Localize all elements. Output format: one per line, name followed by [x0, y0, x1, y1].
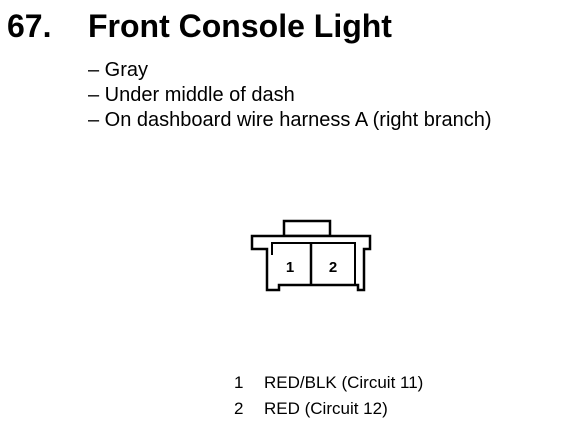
pin-wire: RED (Circuit 12) [264, 399, 388, 418]
pin-wire: RED/BLK (Circuit 11) [264, 373, 424, 392]
connector-cavity-outline [271, 242, 356, 285]
pin-number: 2 [234, 399, 244, 418]
pin-number: 1 [234, 373, 244, 392]
detail-location: – Under middle of dash [88, 84, 295, 106]
item-number: 67. [7, 8, 52, 44]
cavity-label-2: 2 [329, 259, 337, 276]
cavity-label-1: 1 [286, 259, 294, 276]
pinout-list: 1 RED/BLK (Circuit 11) 2 RED (Circuit 12) [234, 370, 423, 422]
detail-harness: – On dashboard wire harness A (right bra… [88, 109, 492, 131]
connector-diagram: 1 2 [250, 219, 372, 292]
pinout-row: 2 RED (Circuit 12) [234, 396, 423, 422]
page-title: Front Console Light [88, 8, 392, 44]
connector-lock-tab [282, 219, 332, 238]
detail-color: – Gray [88, 59, 149, 81]
connector-details-list: – Gray – Under middle of dash – On dashb… [88, 58, 492, 133]
pinout-row: 1 RED/BLK (Circuit 11) [234, 370, 423, 396]
